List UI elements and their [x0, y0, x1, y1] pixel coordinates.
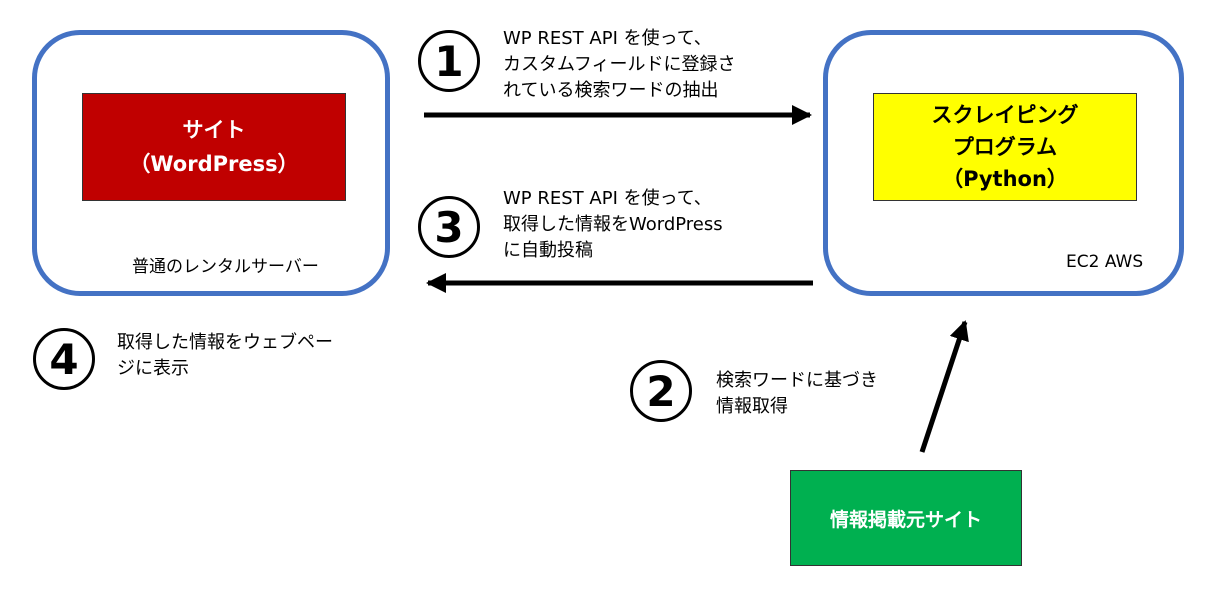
source-site-box: 情報掲載元サイト: [790, 470, 1022, 566]
step2-line: 検索ワードに基づき: [716, 370, 878, 391]
step3-description: WP REST API を使って、 取得した情報をWordPress に自動投稿: [503, 186, 723, 264]
scraping-program-line2: プログラム: [952, 135, 1058, 159]
step2-line: 情報取得: [716, 396, 788, 417]
scraping-program-line3: （Python）: [942, 167, 1068, 191]
step3-line: に自動投稿: [503, 240, 593, 261]
step3-number: 3: [418, 196, 480, 258]
step2-arrow: [919, 320, 969, 453]
step1-line: カスタムフィールドに登録さ: [503, 54, 736, 75]
scraping-program-line1: スクレイピング: [931, 103, 1079, 127]
scraping-program-box: スクレイピング プログラム （Python）: [873, 93, 1137, 201]
wordpress-site-subtitle: （WordPress）: [129, 152, 299, 176]
step2-description: 検索ワードに基づき 情報取得: [716, 368, 878, 420]
wordpress-site-box: サイト （WordPress）: [82, 93, 346, 201]
ec2-aws-label: EC2 AWS: [1066, 252, 1144, 272]
step4-line: 取得した情報をウェブペー: [117, 332, 333, 353]
step4-line: ジに表示: [117, 358, 189, 379]
rental-server-label: 普通のレンタルサーバー: [132, 257, 319, 277]
wordpress-site-title: サイト: [182, 118, 246, 142]
step1-description: WP REST API を使って、 カスタムフィールドに登録さ れている検索ワー…: [503, 26, 736, 104]
step2-number: 2: [630, 360, 692, 422]
step1-line: れている検索ワードの抽出: [503, 80, 719, 101]
step3-line: 取得した情報をWordPress: [503, 214, 723, 235]
step4-number: 4: [33, 328, 95, 390]
step1-number: 1: [418, 30, 480, 92]
step4-description: 取得した情報をウェブペー ジに表示: [117, 330, 333, 382]
step3-line: WP REST API を使って、: [503, 188, 712, 209]
step1-line: WP REST API を使って、: [503, 28, 712, 49]
source-site-label: 情報掲載元サイト: [829, 508, 982, 531]
